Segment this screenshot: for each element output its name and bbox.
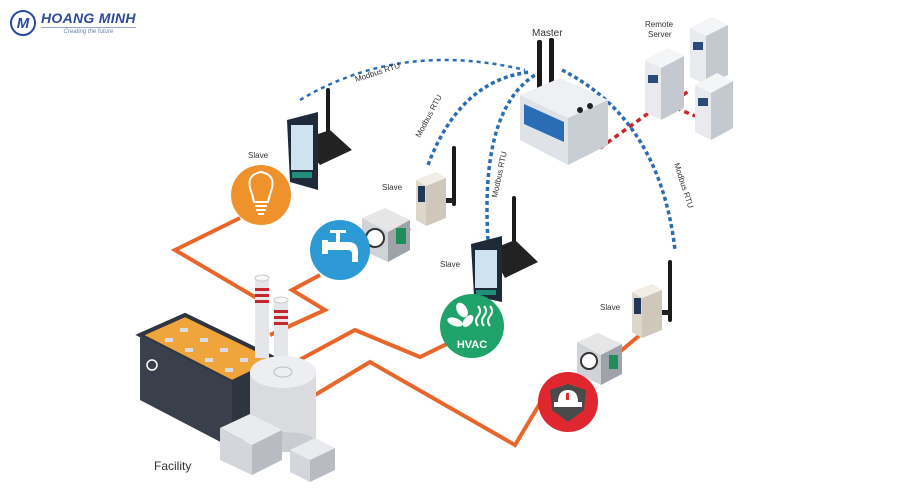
slave-label-1: Slave — [248, 151, 269, 160]
slave-label-4: Slave — [600, 303, 621, 312]
alarm-load — [538, 372, 598, 432]
modbus-link-1 — [299, 58, 526, 102]
modbus-links — [299, 58, 677, 251]
server-2 — [690, 17, 728, 85]
wire-alarm — [313, 359, 547, 448]
server-1 — [645, 48, 684, 120]
remote-servers — [645, 17, 733, 140]
server-link-1 — [598, 110, 652, 150]
brand-mark-icon: M — [10, 10, 36, 36]
master-label: Master — [532, 28, 563, 39]
alarm-siren-icon — [550, 384, 586, 422]
facility-label: Facility — [154, 459, 191, 473]
slave-label-3: Slave — [440, 260, 461, 269]
hvac-label: HVAC — [457, 339, 487, 351]
brand-tagline: Creating the future — [41, 26, 136, 36]
modbus-label-1: Modbus RTU — [354, 61, 402, 84]
brand-logo: M HOANG MINH Creating the future — [10, 10, 136, 36]
slave-io-module-2 — [632, 260, 672, 338]
facility-building — [135, 274, 335, 482]
lightbulb-icon — [248, 170, 274, 215]
brand-name: HOANG MINH — [41, 9, 136, 26]
water-tap-icon — [322, 230, 358, 262]
modbus-label-4: Modbus RTU — [672, 162, 695, 210]
slave-label-2: Slave — [382, 183, 403, 192]
modbus-label-2: Modbus RTU — [414, 93, 444, 139]
master-gateway — [520, 38, 608, 165]
modbus-link-2 — [426, 70, 531, 166]
remote-server-label-line1: Remote — [645, 20, 674, 29]
hvac-load: HVAC — [440, 294, 504, 358]
modbus-link-4 — [561, 68, 677, 251]
server-3 — [695, 73, 733, 140]
flow-meter-2 — [577, 333, 622, 385]
water-load — [310, 220, 370, 280]
modbus-label-3: Modbus RTU — [490, 150, 509, 198]
remote-server-label-line2: Server — [648, 30, 672, 39]
wire-water — [269, 273, 330, 337]
modbus-link-3 — [485, 73, 536, 241]
slave-power-meter-2 — [471, 196, 538, 302]
wire-lighting — [170, 216, 262, 302]
fan-icon — [447, 302, 493, 327]
slave-power-meter-1 — [287, 88, 352, 190]
wire-hvac — [289, 327, 456, 367]
lighting-load — [231, 165, 291, 225]
flow-meter-1 — [362, 208, 410, 262]
slave-io-module-1 — [416, 146, 456, 226]
